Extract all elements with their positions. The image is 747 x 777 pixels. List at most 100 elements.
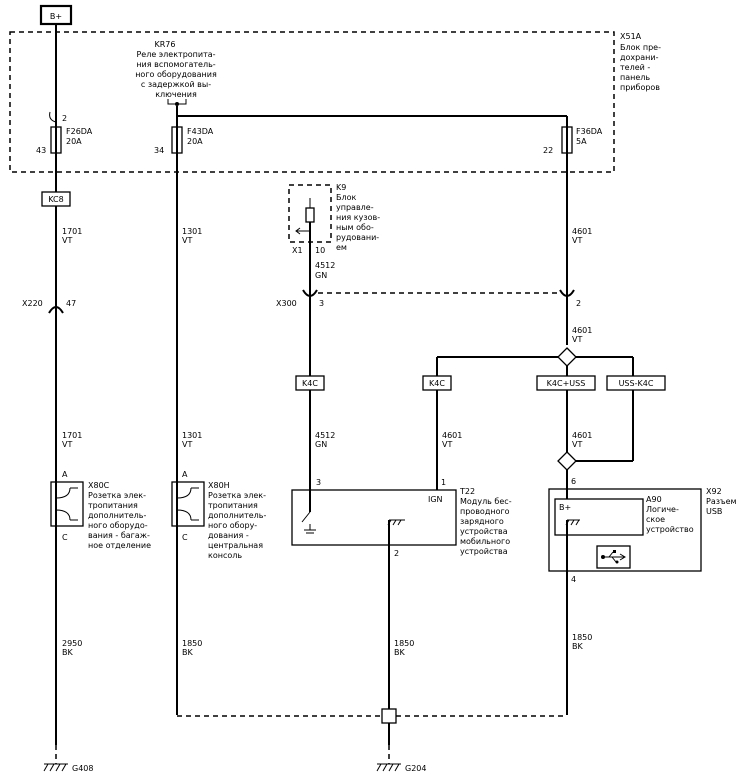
k9-switch-icon bbox=[295, 198, 315, 243]
wire-label-4601b-num: 4601 bbox=[572, 326, 592, 335]
ground-g408-icon bbox=[43, 763, 68, 772]
wire-label-4601-color: VT bbox=[572, 236, 582, 245]
t22-name-6: устройства bbox=[460, 547, 508, 556]
x80h-name-5: дования - bbox=[208, 531, 249, 540]
option-box-k4c-uss bbox=[536, 375, 596, 391]
t22-ground-icon bbox=[387, 519, 405, 545]
x92-name-2: USB bbox=[706, 507, 722, 516]
kc8-box bbox=[41, 191, 71, 207]
t22-module bbox=[291, 489, 457, 546]
x92-id: X92 bbox=[706, 487, 722, 496]
k9-name-4: ным обо- bbox=[336, 223, 374, 232]
option-diamond-bottom bbox=[557, 451, 577, 471]
t22-pin-top: 1 bbox=[441, 478, 446, 487]
wire-label-1850b-color: BK bbox=[394, 648, 405, 657]
x80c-pin-c: C bbox=[62, 533, 68, 542]
x92-pin-top: 6 bbox=[571, 477, 576, 486]
fuse-f26da-pin-top: 2 bbox=[62, 114, 67, 123]
x80h-id: X80H bbox=[208, 481, 230, 490]
x220-id: X220 bbox=[22, 299, 43, 308]
ground-g408-label: G408 bbox=[72, 764, 93, 773]
a90-name-2: ское bbox=[646, 515, 665, 524]
wire-label-1850c-color: BK bbox=[572, 642, 583, 651]
t22-name-5: мобильного bbox=[460, 537, 510, 546]
wire-label-1701-color: VT bbox=[62, 236, 72, 245]
wire-label-1701-num: 1701 bbox=[62, 227, 82, 236]
x92-pin-bottom: 4 bbox=[571, 575, 576, 584]
x80c-name-1: Розетка элек- bbox=[88, 491, 146, 500]
x300-pin-right: 2 bbox=[576, 299, 581, 308]
fuse-f43da-rating: 20A bbox=[187, 137, 203, 146]
wire-label-2950-color: BK bbox=[62, 648, 73, 657]
x80c-name-5: вания - багаж- bbox=[88, 531, 150, 540]
option-diamond-top bbox=[557, 347, 577, 367]
x220-connector-icon bbox=[48, 306, 64, 314]
t22-switch-icon bbox=[301, 490, 316, 534]
relay-name-3: ного оборудования bbox=[135, 70, 217, 79]
wire-label-4601-num: 4601 bbox=[572, 227, 592, 236]
ground-splice bbox=[381, 708, 397, 724]
x80c-name-4: ного оборудо- bbox=[88, 521, 148, 530]
ground-g204-icon bbox=[376, 763, 401, 772]
relay-name-1: Реле электропита- bbox=[136, 50, 215, 59]
wire-label-4601d-num: 4601 bbox=[572, 431, 592, 440]
k9-name-6: ем bbox=[336, 243, 347, 252]
option-box-k4c-2 bbox=[422, 375, 452, 391]
battery-label: B+ bbox=[50, 12, 62, 21]
fuse-f43da-pin: 34 bbox=[154, 146, 164, 155]
wire-label-4512-color: GN bbox=[315, 271, 327, 280]
a90-ground-icon bbox=[565, 519, 580, 535]
t22-id: T22 bbox=[459, 487, 475, 496]
option-box-k4c-1 bbox=[295, 375, 325, 391]
x80c-name-6: ное отделение bbox=[88, 541, 151, 550]
wire-label-1850c-num: 1850 bbox=[572, 633, 592, 642]
relay-name-4: с задержкой вы- bbox=[141, 80, 211, 89]
t22-name-2: проводного bbox=[460, 507, 510, 516]
wire-label-1850b-num: 1850 bbox=[394, 639, 414, 648]
a90-name-1: Логиче- bbox=[646, 505, 679, 514]
wire-label-1850a-num: 1850 bbox=[182, 639, 202, 648]
fuse-block-name-3: телей - bbox=[620, 63, 650, 72]
relay-contact-icon bbox=[167, 99, 187, 116]
wire-label-1701b-num: 1701 bbox=[62, 431, 82, 440]
fuse-block-name-4: панель bbox=[620, 73, 650, 82]
x80c-name-2: тропитания bbox=[88, 501, 138, 510]
fuse-block-boundary bbox=[9, 31, 615, 173]
k9-name-2: управле- bbox=[336, 203, 374, 212]
fuse-f26da-pin: 43 bbox=[36, 146, 46, 155]
fuse-f36da-name: F36DA bbox=[576, 127, 603, 136]
wire-label-4601d-color: VT bbox=[572, 440, 582, 449]
k9-name-5: рудовани- bbox=[336, 233, 379, 242]
a90-name-3: устройство bbox=[646, 525, 694, 534]
a90-id: A90 bbox=[646, 495, 662, 504]
k9-connector: X1 bbox=[292, 246, 303, 255]
fuse-f26da bbox=[49, 111, 62, 154]
wire-label-1301-color: VT bbox=[182, 236, 192, 245]
x80h-name-4: ного обору- bbox=[208, 521, 257, 530]
fuse-block-id: X51A bbox=[620, 32, 642, 41]
option-box-uss-k4c bbox=[606, 375, 666, 391]
wire-label-4512b-color: GN bbox=[315, 440, 327, 449]
fuse-f36da-rating: 5A bbox=[576, 137, 587, 146]
x300-connector-left bbox=[302, 289, 318, 297]
option-label-k4c-2: K4C bbox=[429, 379, 445, 388]
t22-name-3: зарядного bbox=[460, 517, 504, 526]
a90-logic-device bbox=[554, 498, 644, 536]
x80h-name-1: Розетка элек- bbox=[208, 491, 266, 500]
relay-name-5: ключения bbox=[155, 90, 197, 99]
fuse-block-name-1: Блок пре- bbox=[620, 43, 661, 52]
wire-label-1301b-num: 1301 bbox=[182, 431, 202, 440]
t22-ign: IGN bbox=[428, 495, 443, 504]
kc8-label: KC8 bbox=[48, 195, 63, 204]
x300-connector-right bbox=[559, 289, 575, 297]
fuse-block-name-5: приборов bbox=[620, 83, 660, 92]
wire-label-4512b-num: 4512 bbox=[315, 431, 335, 440]
t22-name-1: Модуль бес- bbox=[460, 497, 512, 506]
t22-pin-bottom: 2 bbox=[394, 549, 399, 558]
x80c-id: X80C bbox=[88, 481, 110, 490]
fuse-f26da-name: F26DA bbox=[66, 127, 93, 136]
x80c-name-3: дополнитель- bbox=[88, 511, 147, 520]
wire-label-4512-num: 4512 bbox=[315, 261, 335, 270]
wire-label-4601b-color: VT bbox=[572, 335, 582, 344]
